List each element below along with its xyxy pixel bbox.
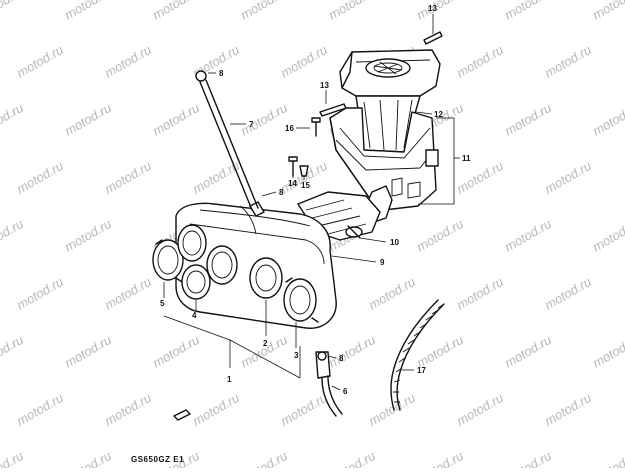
watermark-text: motod.ru [502,332,554,371]
watermark-text: motod.ru [590,448,625,468]
watermark-text: motod.ru [454,158,506,197]
callout-7: 7 [249,120,254,129]
watermark-text: motod.ru [238,100,290,139]
leader-lines [163,14,460,391]
watermark-text: motod.ru [278,42,330,81]
diagram-code: GS650GZ E1 [131,455,184,464]
watermark-text: motod.ru [238,0,290,23]
watermark-text: motod.ru [542,158,594,197]
watermark-text: motod.ru [0,448,26,468]
callout-16: 16 [285,124,294,133]
watermark-text: motod.ru [190,158,242,197]
callout-9: 9 [380,258,385,267]
watermark-text: motod.ru [0,332,26,371]
air-cleaner-box [288,31,443,223]
watermark-text: motod.ru [102,158,154,197]
callout-13-top: 13 [428,4,437,13]
watermark-text: motod.ru [326,448,378,468]
watermark-text: motod.ru [62,0,114,23]
watermark-text: motod.ru [190,390,242,429]
direction-arrow-icon [173,409,191,421]
callout-8-low: 8 [339,354,344,363]
watermark-text: motod.ru [542,390,594,429]
callout-1: 1 [227,375,232,384]
watermark-text: motod.ru [150,0,202,23]
watermark-text: motod.ru [14,158,66,197]
intake-boot-body [152,201,337,329]
watermark-text: motod.ru [102,390,154,429]
watermark-text: motod.ru [102,274,154,313]
callout-11: 11 [462,154,471,163]
watermark-text: motod.ru [502,0,554,23]
callout-3: 3 [294,351,299,360]
watermark-text: motod.ru [414,216,466,255]
callout-15: 15 [301,181,310,190]
callout-6: 6 [343,387,348,396]
watermark-text: motod.ru [62,448,114,468]
watermark-text: motod.ru [0,216,26,255]
watermark-text: motod.ru [238,332,290,371]
watermark-text: motod.ru [62,332,114,371]
watermark-text: motod.ru [14,42,66,81]
watermark-text: motod.ru [502,448,554,468]
callout-8-top: 8 [219,69,224,78]
watermark-text: motod.ru [502,216,554,255]
drain-hose [315,351,343,417]
callout-17: 17 [417,366,426,375]
watermark-text: motod.ru [326,0,378,23]
watermark-text: motod.ru [62,216,114,255]
callout-2: 2 [263,339,268,348]
watermark-text: motod.ru [326,332,378,371]
watermark-text: motod.ru [278,390,330,429]
watermark-text: motod.ru [14,274,66,313]
callout-14: 14 [288,179,297,188]
watermark-text: motod.ru [454,42,506,81]
watermark-text: motod.ru [414,0,466,23]
long-hose [390,299,445,411]
watermark-text: motod.ru [14,390,66,429]
watermark-text: motod.ru [454,274,506,313]
callout-12: 12 [434,110,443,119]
watermark-text: motod.ru [590,216,625,255]
callout-8-mid: 8 [279,188,284,197]
watermark-text: motod.ru [590,0,625,23]
watermark-text: motod.ru [150,100,202,139]
watermark-text: motod.ru [102,42,154,81]
watermark-text: motod.ru [454,390,506,429]
callout-10: 10 [390,238,399,247]
watermark-text: motod.ru [62,100,114,139]
watermark-text: motod.ru [590,100,625,139]
watermark-text: motod.ru [542,42,594,81]
watermark-text: motod.ru [366,274,418,313]
callout-4: 4 [192,311,197,320]
watermark-text: motod.ru [414,448,466,468]
watermark-text: motod.ru [502,100,554,139]
watermark-text: motod.ru [414,332,466,371]
callout-labels: 1 2 3 4 5 6 7 8 8 8 9 10 11 12 13 13 14 … [160,4,471,396]
watermark-text: motod.ru [150,332,202,371]
watermark-text: motod.ru [238,448,290,468]
watermark-text: motod.ru [590,332,625,371]
watermark-text: motod.ru [0,0,26,23]
watermark-text: motod.ru [0,100,26,139]
callout-13-mid: 13 [320,81,329,90]
breather-pipe [195,70,259,211]
callout-5: 5 [160,299,165,308]
watermark-text: motod.ru [542,274,594,313]
